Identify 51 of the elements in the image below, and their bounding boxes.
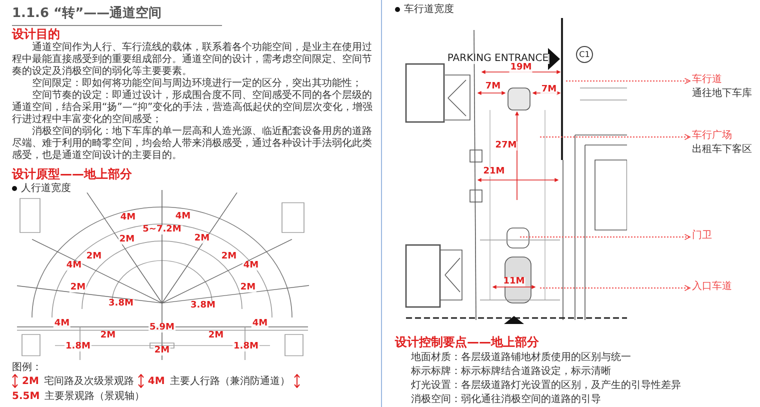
dimension-label: 4M	[242, 261, 260, 270]
callout-title: 车行广场	[692, 129, 733, 143]
dimension-label: 1.8M	[64, 342, 92, 352]
grid-marker-circle: C1	[576, 46, 593, 63]
dimension-label: 2M	[153, 346, 171, 356]
legend-text: 2M 宅间路及次级景观路	[22, 374, 134, 388]
paragraph: 空间限定：即如何将功能空间与周边环境进行一定的区分，突出其功能性；	[31, 78, 363, 90]
callout-title: 入口车道	[692, 280, 732, 294]
paragraph: 通道空间作为人行、车行流线的载体，联系着各个功能空间，是业主在使用过程中最能直接感受到的重要组成部分。通道空间的设计，需考虑空间限定、空间节奏的设定及消极空间的弱化等主要要素。	[12, 42, 373, 78]
legend-text: 4M 主要人行路（兼消防通道）	[148, 374, 290, 388]
callout-title: 门卫	[692, 229, 712, 243]
dimension-label: 3.8M	[190, 301, 216, 310]
callout-text: 通往地下车库	[692, 87, 752, 101]
dimension-label: 2M	[118, 236, 136, 245]
dimension-label: 1.8M	[232, 342, 260, 352]
dimension-label: 2M	[239, 283, 257, 292]
dimension-label: 19M	[509, 64, 533, 72]
callout-title: 车行道	[692, 73, 723, 87]
dimension-label: 7M	[540, 86, 558, 94]
dimension-label: 2M	[69, 283, 87, 292]
control-point: 灯光设置：各层级道路灯光设置的区别，及产生的引导性差异	[410, 380, 682, 392]
dimension-label: 7M	[484, 82, 502, 92]
bullet-item: 人行道宽度	[12, 182, 374, 195]
dimension-label: 5.9M	[148, 323, 176, 332]
callout-text: 出租车下客区	[692, 143, 752, 157]
dimension-label: 2M	[193, 234, 211, 244]
bullet-item: 车行道宽度	[395, 3, 454, 16]
section-heading: 设计目的	[12, 26, 61, 42]
dimension-label: 5~7.2M	[142, 226, 182, 235]
dimension-label: 4M	[251, 320, 269, 329]
dimension-label: 4M	[53, 320, 71, 329]
dimension-label: 21M	[482, 168, 506, 176]
page-title: 1.1.6 “转”——通道空间	[12, 4, 222, 26]
leader-line	[540, 134, 690, 140]
section-heading: 设计原型——地上部分	[12, 166, 133, 182]
entrance-label: PARKING ENTRANCE	[446, 54, 550, 64]
dimension-label: 11M	[502, 278, 526, 286]
section-heading: 设计控制要点——地上部分	[395, 334, 540, 350]
legend-title: 图例：	[12, 362, 42, 374]
paragraph: 消极空间的弱化：地下车库的单一层高和人造光源、临近配套设备用房的道路尽端、难于利用的畸零空间，均会给人带来消极感受，通过各种设计手法弱化此类感受，也是通道空间设计的主要目的。	[12, 126, 373, 162]
dimension-label: 3.8M	[108, 300, 134, 309]
control-point: 标示标牌：标示标牌结合道路设定，标示清晰	[410, 366, 612, 378]
dimension-label: 27M	[494, 142, 518, 150]
paragraph: 空间节奏的设定：即通过设计，形成围合度不同、空间感受不同的各个层级的通道空间，结合采用“扬”—“抑”变化的手法，营造高低起伏的空间层次变化，增强行进过程中丰富变化的空间感受；	[12, 90, 374, 126]
leader-line	[566, 78, 690, 84]
legend-text: 5.5M 主要景观路（景观轴）	[12, 390, 145, 403]
leader-line	[520, 234, 690, 240]
dimension-label: 4M	[65, 261, 83, 270]
control-point: 消极空间：弱化通往消极空间的道路的引导	[410, 394, 602, 406]
control-point: 地面材质：各层级道路铺地材质使用的区别与统一	[410, 352, 632, 364]
leader-line	[540, 284, 690, 292]
